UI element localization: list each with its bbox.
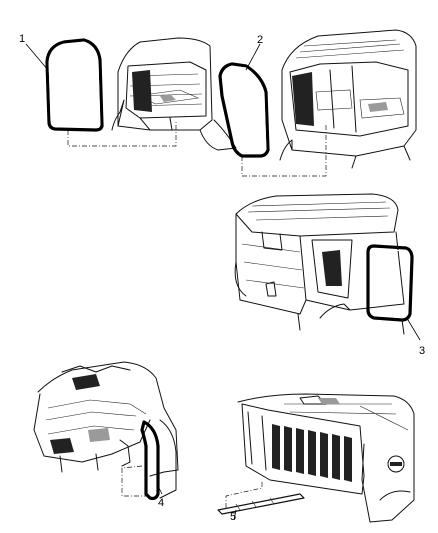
cab-shell-1 <box>117 37 213 131</box>
engine-bay-4 <box>37 361 179 477</box>
callout-3: 3 <box>407 319 425 357</box>
panel-tailgate-seal <box>217 393 415 523</box>
door-seal-1[interactable] <box>45 38 104 132</box>
callout-label-5: 5 <box>230 511 236 523</box>
tailgate-ribs <box>272 424 352 482</box>
callout-1: 1 <box>19 33 49 71</box>
callout-label-3: 3 <box>419 345 425 357</box>
callout-2: 2 <box>245 34 263 71</box>
panel-cab-rear-seal <box>234 193 414 335</box>
callout-5: 5 <box>230 509 237 523</box>
cab-rear-seal-3[interactable] <box>366 244 414 322</box>
panel-rear-door-seal <box>218 29 417 177</box>
callout-label-4: 4 <box>158 497 164 509</box>
truck-bed-5 <box>237 393 415 523</box>
callout-label-2: 2 <box>257 34 263 46</box>
door-seal-2[interactable] <box>218 62 270 158</box>
callout-label-1: 1 <box>19 33 25 45</box>
cab-shell-2 <box>281 29 417 157</box>
callout-4: 4 <box>157 485 164 509</box>
panel-fender-seal <box>33 361 179 501</box>
cab-roof-3 <box>235 193 399 237</box>
fender-seal-4[interactable] <box>140 420 160 501</box>
panel-front-door-seal <box>45 37 237 151</box>
